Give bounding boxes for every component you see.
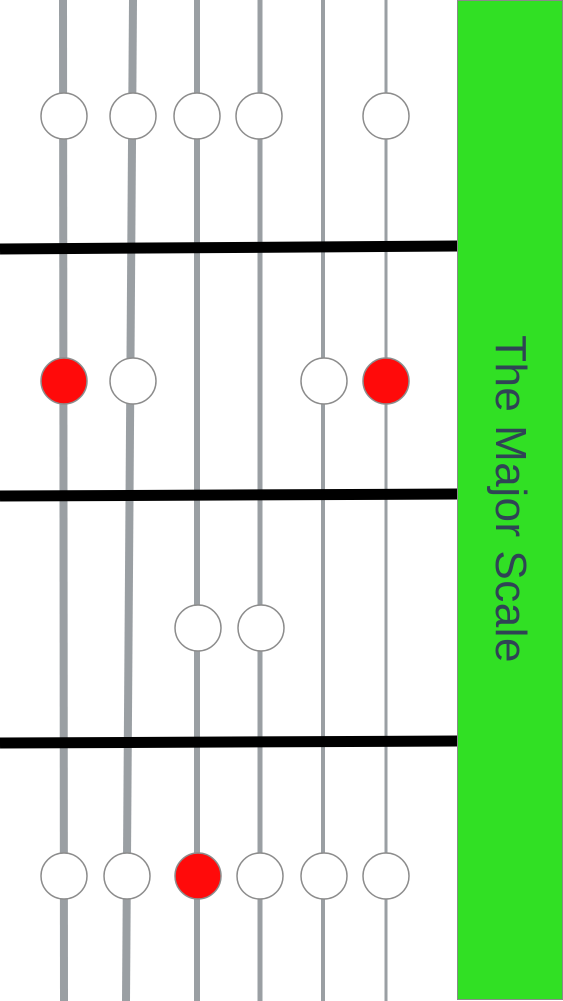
title-panel: The Major Scale (457, 0, 563, 1000)
frets-group (0, 240, 458, 749)
root-note-dot-s3-f4 (174, 852, 222, 900)
note-dot-s5-f4 (300, 852, 348, 900)
note-dot-s2-f2 (109, 357, 157, 405)
notes-group (40, 92, 410, 900)
note-dot-s4-f3 (237, 604, 285, 652)
note-dot-s1-f4 (40, 852, 88, 900)
fret-line-3 (0, 735, 458, 749)
note-dot-s1-f1 (40, 92, 88, 140)
note-dot-s4-f4 (236, 852, 284, 900)
fret-line-1 (0, 240, 458, 255)
fretboard-diagram (0, 0, 458, 1001)
note-dot-s6-f1 (362, 92, 410, 140)
note-dot-s3-f3 (174, 604, 222, 652)
note-dot-s5-f2 (300, 357, 348, 405)
note-dot-s2-f1 (109, 92, 157, 140)
root-note-dot-s1-f2 (40, 357, 88, 405)
root-note-dot-s6-f2 (362, 357, 410, 405)
fret-line-2 (0, 488, 458, 502)
note-dot-s6-f4 (362, 852, 410, 900)
note-dot-s3-f1 (173, 92, 221, 140)
note-dot-s4-f1 (235, 92, 283, 140)
note-dot-s2-f4 (103, 852, 151, 900)
diagram-title: The Major Scale (486, 335, 535, 663)
